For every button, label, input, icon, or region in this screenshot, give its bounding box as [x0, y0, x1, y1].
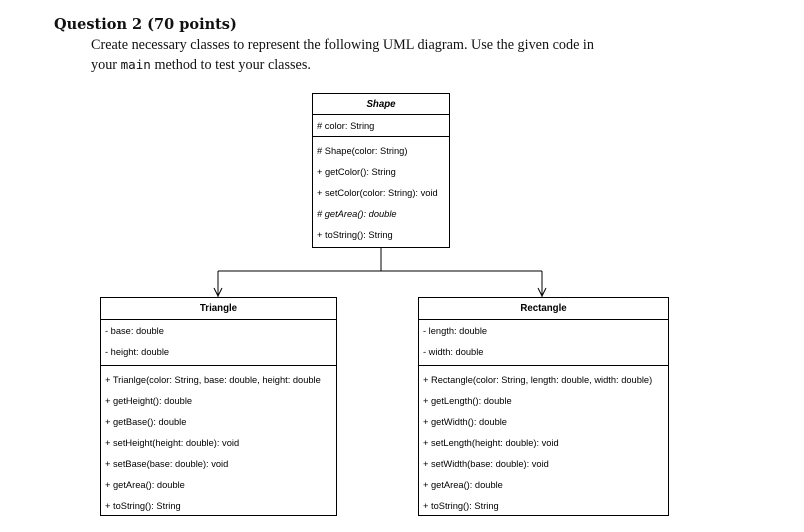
triangle-method: + setHeight(height: double): void — [105, 438, 240, 448]
triangle-method: + getBase(): double — [105, 417, 187, 427]
triangle-method: + setBase(base: double): void — [105, 459, 229, 469]
triangle-method: + getArea(): double — [105, 480, 185, 490]
main-code: main — [120, 57, 151, 72]
rectangle-method: + setWidth(base: double): void — [423, 459, 549, 469]
triangle-method: + Trianlge(color: String, base: double, … — [105, 375, 321, 385]
rectangle-arrowhead-icon — [537, 287, 547, 298]
triangle-attribute: - base: double — [105, 326, 164, 336]
shape-method: + setColor(color: String): void — [317, 188, 438, 198]
shape-attribute: # color: String — [317, 121, 375, 131]
question-line-1: Create necessary classes to represent th… — [91, 37, 594, 53]
triangle-attributes: - base: double - height: double — [101, 320, 336, 366]
shape-method-abstract: # getArea(): double — [317, 209, 397, 219]
rectangle-method: + getLength(): double — [423, 396, 512, 406]
shape-attributes: # color: String — [313, 115, 449, 137]
rectangle-attribute: - width: double — [423, 347, 484, 357]
question-line-2: your main method to test your classes. — [91, 55, 691, 75]
rectangle-class-box: Rectangle - length: double - width: doub… — [418, 297, 669, 516]
rectangle-attribute: - length: double — [423, 326, 488, 336]
shape-methods: # Shape(color: String) + getColor(): Str… — [313, 137, 449, 246]
shape-method: # Shape(color: String) — [317, 146, 408, 156]
question-line-2-start: your — [91, 57, 121, 73]
rectangle-method: + setLength(height: double): void — [423, 438, 559, 448]
question-title: Question 2 (70 points) — [54, 16, 237, 33]
triangle-class-name: Triangle — [101, 298, 336, 320]
triangle-arrowhead-icon — [213, 287, 223, 298]
rectangle-class-name: Rectangle — [419, 298, 668, 320]
shape-method: + getColor(): String — [317, 167, 396, 177]
triangle-method: + toString(): String — [105, 501, 181, 511]
rectangle-method: + getArea(): double — [423, 480, 503, 490]
triangle-methods: + Trianlge(color: String, base: double, … — [101, 366, 336, 517]
triangle-class-box: Triangle - base: double - height: double… — [100, 297, 337, 516]
rectangle-attributes: - length: double - width: double — [419, 320, 668, 366]
rectangle-methods: + Rectangle(color: String, length: doubl… — [419, 366, 668, 517]
question-text: Create necessary classes to represent th… — [91, 36, 691, 75]
rectangle-method: + getWidth(): double — [423, 417, 507, 427]
question-line-2-end: method to test your classes. — [150, 57, 311, 73]
shape-class-name: Shape — [313, 94, 449, 115]
triangle-method: + getHeight(): double — [105, 396, 193, 406]
shape-method: + toString(): String — [317, 230, 393, 240]
triangle-attribute: - height: double — [105, 347, 170, 357]
rectangle-method: + Rectangle(color: String, length: doubl… — [423, 375, 653, 385]
rectangle-method: + toString(): String — [423, 501, 499, 511]
shape-class-box: Shape # color: String # Shape(color: Str… — [312, 93, 450, 248]
